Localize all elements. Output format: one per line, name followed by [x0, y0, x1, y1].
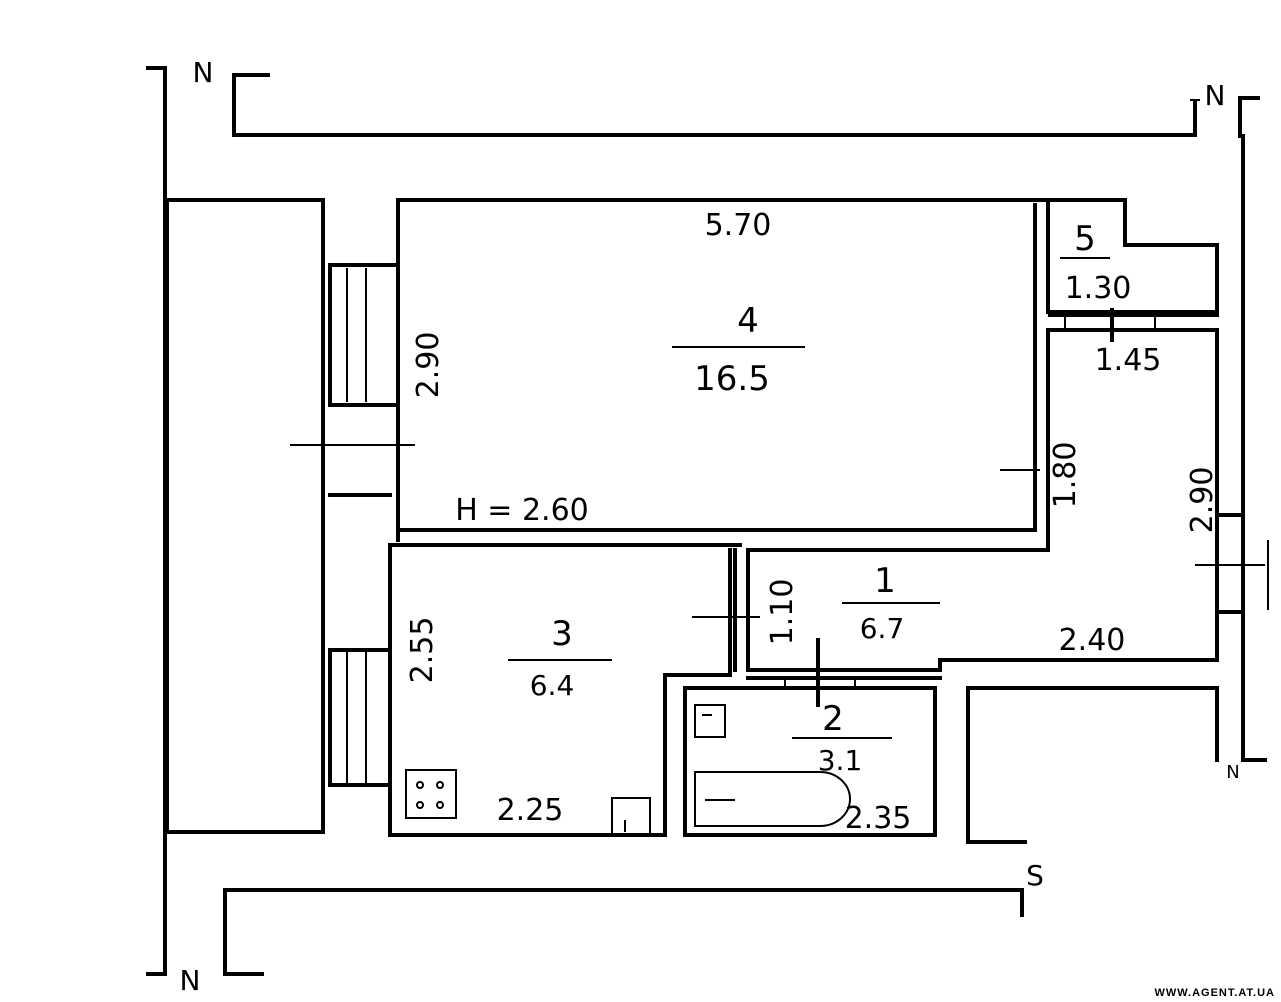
dim-room5-width: 1.30: [1065, 271, 1132, 306]
svg-text:6.7: 6.7: [860, 612, 905, 645]
dim-room4-depth: 2.90: [411, 332, 446, 399]
room-3-label: 3 6.4: [508, 614, 612, 702]
room-1-label: 1 6.7: [842, 561, 940, 645]
neighbor-label-right: N: [1226, 762, 1239, 783]
room-4-walls: [388, 198, 1219, 547]
staircase-block: [165, 198, 415, 834]
neighbor-label-bottom-right: S: [1026, 859, 1044, 892]
svg-text:1: 1: [874, 561, 896, 601]
neighbor-apartment-left: [146, 66, 167, 976]
neighbor-apartment-top: [232, 73, 1200, 137]
neighbor-apartment-right: [1238, 96, 1267, 762]
neighbor-label-top-left: N: [193, 56, 214, 89]
dim-bath-length: 2.35: [845, 801, 912, 836]
dim-passage-2: 1.10: [765, 579, 800, 646]
neighbor-corridor: [966, 686, 1219, 844]
svg-text:4: 4: [737, 301, 759, 341]
room-2-walls: [683, 638, 942, 837]
neighbor-label-bottom-left: N: [180, 964, 201, 997]
room-1-walls: [746, 328, 1269, 672]
watermark: WWW.AGENT.AT.UA: [1154, 987, 1275, 999]
room-2-label: 2 3.1: [792, 699, 892, 777]
svg-text:5: 5: [1074, 219, 1096, 259]
svg-text:3.1: 3.1: [818, 744, 863, 777]
room-5-label: 5: [1060, 219, 1110, 259]
neighbor-label-top-right: N: [1205, 79, 1226, 112]
dim-passage-1: 1.80: [1048, 442, 1083, 509]
neighbor-apartment-bottom: [223, 888, 1024, 976]
dim-ceiling-height: H = 2.60: [455, 493, 589, 528]
room-3-walls: [388, 543, 760, 837]
dim-hall-depth: 2.90: [1185, 467, 1220, 534]
svg-text:3: 3: [551, 614, 573, 654]
dim-hall-width: 1.45: [1095, 343, 1162, 378]
room-4-label: 4 16.5: [672, 301, 805, 399]
sink-icon: [611, 797, 651, 835]
dim-room4-width: 5.70: [705, 208, 772, 243]
room-5-walls: [1048, 308, 1219, 342]
svg-text:2: 2: [822, 699, 844, 739]
svg-text:16.5: 16.5: [694, 359, 770, 399]
dim-room3-width: 2.25: [497, 793, 564, 828]
stove-icon: [405, 769, 457, 819]
svg-text:6.4: 6.4: [530, 669, 575, 702]
dim-room3-depth: 2.55: [405, 617, 440, 684]
dim-hall-length: 2.40: [1059, 623, 1126, 658]
